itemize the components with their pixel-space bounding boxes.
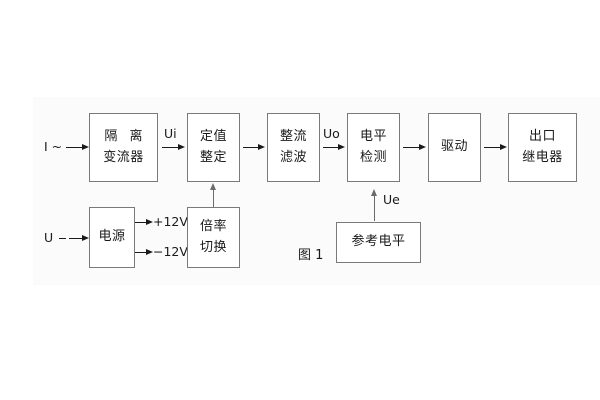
ui-link-line [162,147,180,148]
block-multiplier-switch-line1: 倍率 [199,219,227,235]
ui-signal-label: Ui [164,126,177,141]
block-setting-value[interactable]: 定值 整定 [187,113,240,182]
block-reference-level-line1: 参考电平 [351,234,406,250]
block-setting-value-line1: 定值 [199,129,227,145]
voltage-input-dash [59,238,66,239]
block-output-relay[interactable]: 出口 继电器 [508,113,577,182]
reference-to-level-arrowhead [371,189,377,196]
multiplier-to-setting-arrowhead [210,183,216,190]
setting-to-rectify-line [243,147,260,148]
block-multiplier-switch[interactable]: 倍率 切换 [187,207,240,268]
block-drive[interactable]: 驱动 [428,113,481,182]
setting-to-rectify-arrowhead [258,143,265,150]
ui-link-arrowhead [178,143,185,150]
uo-link-arrowhead [338,143,345,150]
block-reference-level[interactable]: 参考电平 [336,222,421,263]
voltage-input-arrowhead [82,234,89,241]
ue-signal-label: Ue [383,192,400,207]
block-rectify-filter[interactable]: 整流 滤波 [267,113,320,182]
rail-positive-label: +12V [153,214,188,229]
block-level-detect-line2: 检测 [359,149,387,165]
level-to-drive-line [403,147,421,148]
block-isolation-ct-line2: 变流器 [103,149,144,165]
block-power-supply[interactable]: 电源 [89,207,135,268]
block-output-relay-line2: 继电器 [522,149,563,165]
figure-caption: 图 1 [298,248,324,263]
rail-negative-line [135,252,149,253]
multiplier-to-setting-line [213,189,214,207]
block-rectify-filter-line2: 滤波 [279,149,307,165]
rail-negative-arrowhead [146,248,153,255]
current-input-line [66,147,84,148]
drive-to-relay-line [484,147,502,148]
block-setting-value-line2: 整定 [199,149,227,165]
block-output-relay-line1: 出口 [528,129,556,145]
current-input-label: I ~ [44,139,63,154]
block-isolation-ct-line1: 隔 离 [104,129,147,145]
current-input-arrowhead [82,143,89,150]
voltage-input-label: U [44,230,54,245]
block-power-supply-line1: 电源 [98,229,126,245]
block-isolation-ct[interactable]: 隔 离 变流器 [89,113,158,182]
voltage-input-line [69,238,84,239]
drive-to-relay-arrowhead [500,143,507,150]
block-drive-line1: 驱动 [440,139,468,155]
rail-positive-line [135,222,149,223]
block-multiplier-switch-line2: 切换 [199,239,227,255]
reference-to-level-line [374,195,375,221]
block-rectify-filter-line1: 整流 [279,129,307,145]
rail-positive-arrowhead [146,218,153,225]
uo-signal-label: Uo [323,126,340,141]
block-level-detect[interactable]: 电平 检测 [347,113,400,182]
rail-negative-label: −12V [153,244,188,259]
uo-link-line [323,147,340,148]
level-to-drive-arrowhead [419,143,426,150]
block-level-detect-line1: 电平 [359,129,387,145]
